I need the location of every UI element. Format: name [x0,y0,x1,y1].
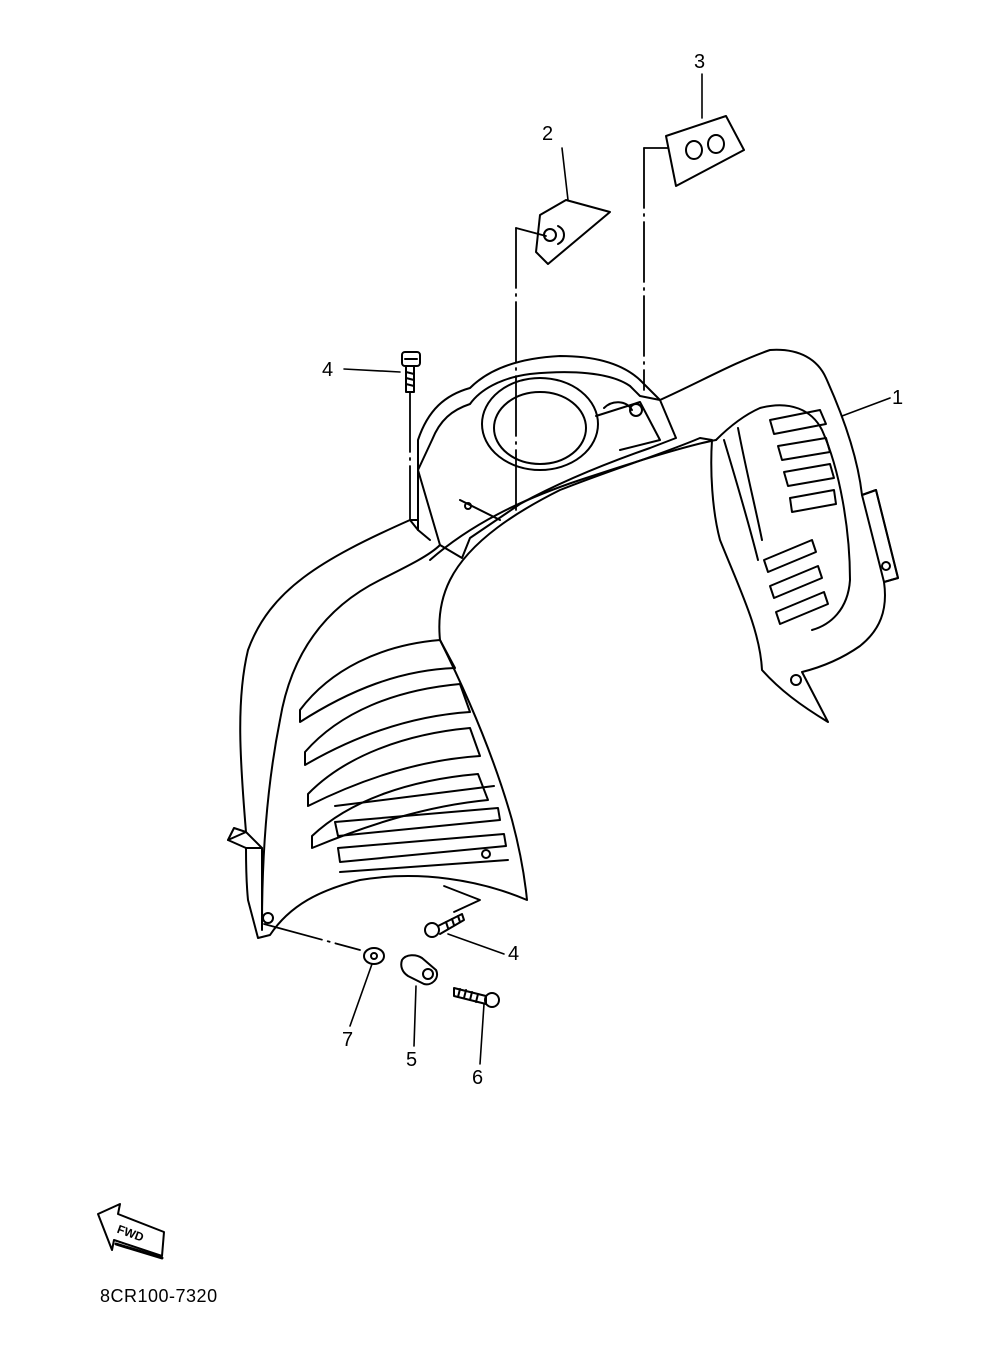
callout-5: 5 [406,1049,418,1071]
callout-4-top: 4 [322,359,334,381]
callout-6: 6 [472,1067,484,1089]
callout-2: 2 [542,123,554,145]
part-3-plate [666,116,744,186]
part-code: 8CR100-7320 [100,1286,218,1306]
leader-lines [344,74,890,1064]
callout-7: 7 [342,1029,354,1051]
assembly-lines [264,148,668,950]
callout-1: 1 [892,387,904,409]
part-4-screw-bottom [425,914,464,937]
part-6-bolt [454,988,499,1007]
callout-4-bottom: 4 [508,943,520,965]
fwd-arrow-icon [98,1204,164,1258]
callout-3: 3 [694,51,706,73]
part-1-inner-panel [228,350,898,938]
part-4-screw-top [402,352,420,392]
part-7-washer [364,948,384,964]
part-5-grommet [401,955,437,984]
part-2-bracket [536,200,610,264]
